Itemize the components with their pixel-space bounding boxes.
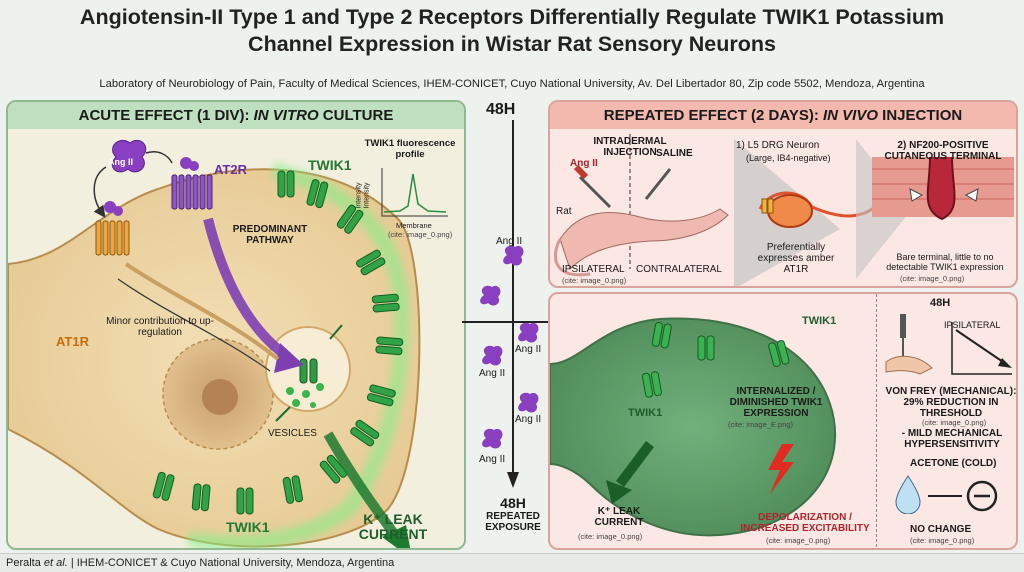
right-bottom-panel: TWIK1 TWIK1 INTERNALIZED / DIMINISHED TW… [548,292,1018,550]
ipsilateral-label: IPSILATERAL [562,264,625,275]
right-panel-header: REPEATED EFFECT (2 DAYS): IN VIVO INJECT… [550,102,1016,129]
left-panel: ACUTE EFFECT (1 DIV): IN VITRO CULTURE [6,100,466,550]
profile-cite: (cite: image_0.png) [388,230,453,239]
twik1-left-label-right: TWIK1 [628,407,663,419]
ang-ii-injection-label: Ang II [570,158,598,169]
affiliation: Laboratory of Neurobiology of Pain, Facu… [99,78,925,90]
k-leak-current-label: K⁺ LEAK CURRENT [358,511,428,542]
right-top-panel: REPEATED EFFECT (2 DAYS): IN VIVO INJECT… [548,100,1018,288]
timeline-top-label: 48H [486,101,516,118]
behavior-48h: 48H [930,297,951,309]
profile-ylabel-2: Intensity [363,182,371,209]
acetone-drop-icon [895,475,998,514]
von-frey-illustration [885,314,1012,375]
nf200-cite: (cite: image_0.png) [900,274,965,283]
timeline-bottom-label: 48H REPEATED EXPOSURE [485,495,541,534]
contralateral-label: CONTRALATERAL [636,264,722,275]
timeline-ang-ii-5: Ang II [479,454,506,465]
k-leak-right-label: K⁺ LEAK CURRENT [594,506,644,528]
internalized-label: INTERNALIZED / DIMINISHED TWIK1 EXPRESSI… [729,386,823,419]
no-change-cite: (cite: image_0.png) [910,536,975,545]
drg-text: Preferentially expresses amber AT1R [757,242,835,275]
drg-subtitle: (Large, IB4-negative) [746,153,831,163]
at2r-label: AT2R [214,162,247,177]
no-change-label: NO CHANGE [910,524,972,535]
drg-title: 1) L5 DRG Neuron [736,140,820,151]
timeline-ang-ii-2: Ang II [515,344,542,355]
von-frey-label: VON FREY (MECHANICAL): 29% REDUCTION IN … [885,386,1017,419]
twik1-top-label-right: TWIK1 [802,315,837,327]
intradermal-injection-label: INTRADERMAL INJECTION [593,136,667,158]
minor-contribution-label: Minor contribution to up-regulation [106,316,214,338]
twik1-bottom-label: TWIK1 [226,519,270,535]
mild-hypersensitivity-label: - MILD MECHANICAL HYPERSENSITIVITY [901,428,1003,450]
timeline-ang-ii-1: Ang II [496,236,523,247]
nf200-text: Bare terminal, little to no detectable T… [886,252,1004,272]
fluorescence-profile-plot [381,168,448,217]
footer: Peralta et al. | IHEM-CONICET & Cuyo Nat… [0,553,1024,572]
acetone-label: ACETONE (COLD) [910,458,997,469]
timeline-ang-ii-4: Ang II [515,414,542,425]
behavior-ipsilateral: IPSILATERAL [944,320,1001,330]
timeline-ang-ii-3: Ang II [479,368,506,379]
k-leak-right-cite: (cite: image_0.png) [578,532,643,541]
neuron-illustration [8,139,421,548]
injection-illustration [554,134,1014,286]
profile-xlabel: Membrane [396,221,432,230]
nf200-title: 2) NF200-POSITIVE CUTANEOUS TERMINAL [884,140,1002,162]
left-panel-header: ACUTE EFFECT (1 DIV): IN VITRO CULTURE [8,102,464,129]
diminished-neuron-illustration [550,317,836,537]
depolarization-cite: (cite: image_0.png) [766,536,831,545]
vesicles-label: VESICLES [268,428,317,439]
predominant-pathway-label: PREDOMINANT PATHWAY [232,224,308,246]
von-frey-cite: (cite: image_0.png) [922,418,987,427]
twik1-top-label: TWIK1 [308,157,352,173]
depolarization-label: DEPOLARIZATION / INCREASED EXCITABILITY [740,512,870,534]
at1r-label: AT1R [56,334,89,349]
rat-label: Rat [556,206,572,217]
behavior-divider [876,294,877,548]
ang-ii-label: Ang II [108,157,133,167]
internalized-cite: (cite: image_E.png) [728,420,794,429]
saline-label: SALINE [656,148,693,159]
injection-cite: (cite: image_0.png) [562,276,627,285]
page-title: Angiotensin-II Type 1 and Type 2 Recepto… [79,5,945,56]
profile-title: TWIK1 fluorescence profile [364,138,456,160]
